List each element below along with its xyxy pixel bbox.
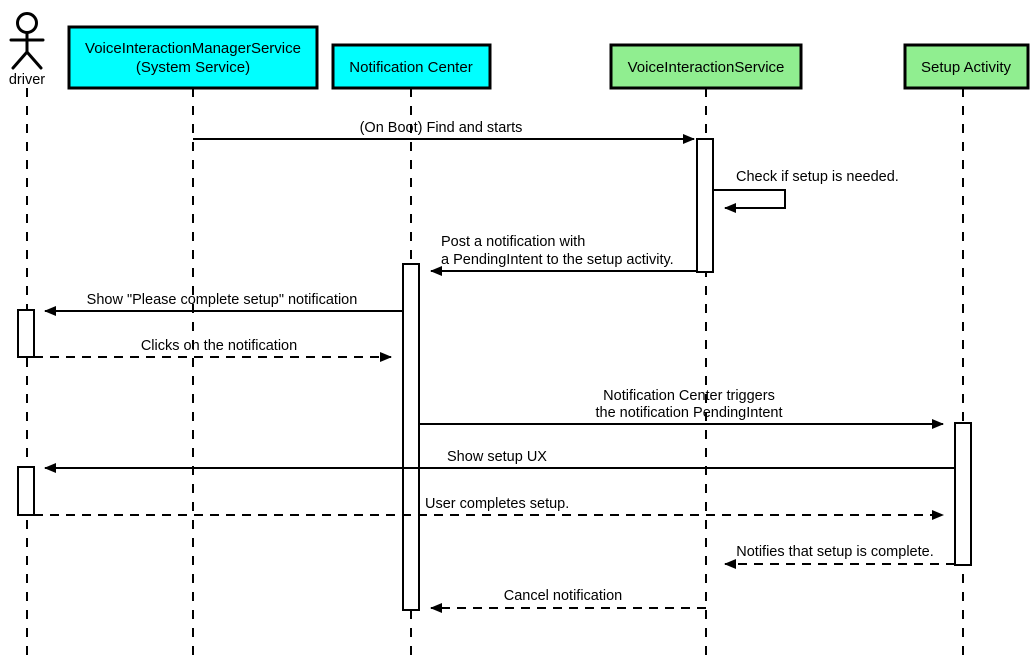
- participant-box-setup-activity[interactable]: [903, 43, 1030, 90]
- participant-box-voiceinteractionservice[interactable]: [609, 43, 803, 90]
- participant-label-setup-activity: Setup Activity: [921, 59, 1012, 76]
- message-label-3-line1: Post a notification with: [441, 234, 585, 250]
- message-notifies-that-setup-is-complete[interactable]: Notifies that setup is complete.: [724, 544, 955, 569]
- message-label-6-line1: Notification Center triggers: [603, 388, 775, 404]
- message-label-10: Cancel notification: [504, 588, 623, 604]
- activation-bar-notification-center: [402, 263, 420, 611]
- message-cancel-notification[interactable]: Cancel notification: [430, 588, 706, 613]
- participant-notification-center[interactable]: Notification Center: [331, 43, 492, 90]
- participant-setup-activity[interactable]: Setup Activity: [903, 43, 1030, 90]
- participant-label-vims-line2: (System Service): [136, 59, 250, 76]
- participant-label-vims-line1: VoiceInteractionManagerService: [85, 40, 301, 57]
- message-label-2: Check if setup is needed.: [736, 169, 899, 185]
- message-label-9: Notifies that setup is complete.: [736, 544, 933, 560]
- message-label-7: Show setup UX: [447, 449, 547, 465]
- message-show-setup-ux[interactable]: Show setup UX: [44, 449, 955, 473]
- message-label-3-line2: a PendingIntent to the setup activity.: [441, 252, 674, 268]
- participant-driver[interactable]: driver: [9, 12, 45, 89]
- message-label-5: Clicks on the notification: [141, 338, 297, 354]
- message-post-a-notification[interactable]: Post a notification with a PendingIntent…: [430, 234, 697, 276]
- activation-bar-voiceinteractionservice: [696, 138, 714, 273]
- message-arrow-2-self: [713, 189, 786, 213]
- participant-box-notification-center[interactable]: [331, 43, 492, 90]
- activation-bar-driver-1: [17, 309, 35, 358]
- message-label-1: (On Boot) Find and starts: [360, 120, 523, 136]
- message-label-8: User completes setup.: [425, 496, 569, 512]
- message-notification-center-triggers-pendingintent[interactable]: Notification Center triggers the notific…: [419, 388, 944, 429]
- actor-leg-left-icon: [11, 50, 29, 70]
- participant-voiceinteractionservice[interactable]: VoiceInteractionService: [609, 43, 803, 90]
- activation-bar-setup-activity: [954, 422, 972, 566]
- message-label-6-line2: the notification PendingIntent: [595, 405, 782, 421]
- message-check-if-setup-is-needed[interactable]: Check if setup is needed.: [713, 169, 899, 213]
- participant-label-notification-center: Notification Center: [349, 59, 472, 76]
- message-show-please-complete-setup-notification[interactable]: Show "Please complete setup" notificatio…: [44, 292, 403, 316]
- message-clicks-on-the-notification[interactable]: Clicks on the notification: [34, 338, 392, 362]
- activation-bar-driver-2: [17, 466, 35, 516]
- message-label-4: Show "Please complete setup" notificatio…: [87, 292, 358, 308]
- participant-label-voiceinteractionservice: VoiceInteractionService: [628, 59, 785, 76]
- participant-box-vims[interactable]: [67, 25, 319, 90]
- actor-head-icon: [16, 12, 38, 34]
- participant-voiceinteractionmanagerservice[interactable]: VoiceInteractionManagerService (System S…: [67, 25, 319, 90]
- actor-leg-right-icon: [25, 50, 43, 70]
- message-user-completes-setup[interactable]: User completes setup.: [34, 496, 944, 520]
- message-on-boot-find-and-starts[interactable]: (On Boot) Find and starts: [193, 120, 695, 144]
- activation-bars-group: [17, 138, 972, 611]
- participant-label-driver: driver: [9, 72, 45, 88]
